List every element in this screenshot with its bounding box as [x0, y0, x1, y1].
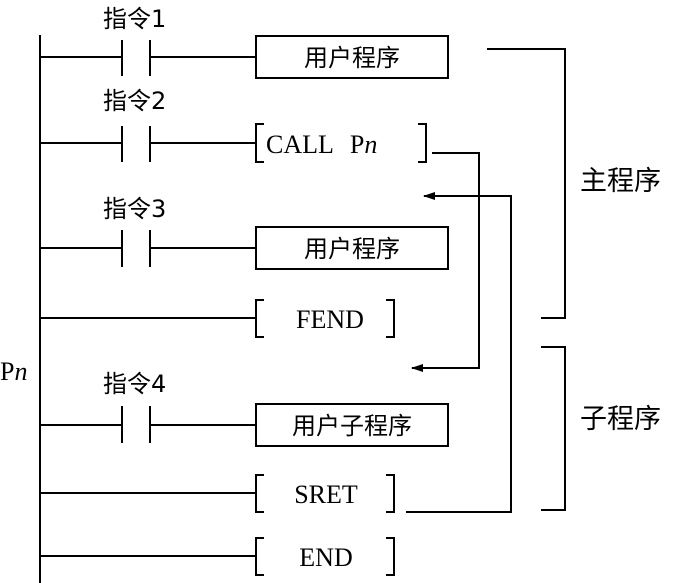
return-arrow [406, 192, 512, 513]
user-program-box-2 [255, 226, 449, 270]
call-jump-arrow [411, 152, 480, 372]
rung-4: 指令4 用户子程序 [40, 370, 449, 447]
user-program-label: 用户程序 [304, 44, 400, 72]
right-bracket [418, 123, 427, 163]
left-bracket [255, 537, 264, 576]
user-program-box-1 [255, 35, 449, 79]
sub-program-label: 子程序 [580, 404, 661, 435]
pointer-label: Pn [0, 357, 27, 386]
left-bracket [255, 299, 264, 338]
instruction-label: 指令3 [103, 195, 166, 223]
instruction-label: 指令1 [103, 5, 166, 33]
instruction-label: 指令2 [103, 87, 166, 115]
left-bracket [255, 123, 264, 163]
instruction-label: 指令4 [103, 370, 166, 398]
main-program-bracket [487, 48, 566, 319]
rung-3: 指令3 用户程序 [40, 195, 449, 270]
user-program-label: 用户程序 [304, 235, 400, 263]
fend-instruction: FEND [296, 305, 364, 334]
rung-end: END [40, 537, 395, 576]
user-subprogram-box [255, 403, 449, 447]
rung-fend: FEND [40, 299, 395, 338]
sub-program-bracket [541, 346, 566, 511]
right-bracket [386, 537, 395, 576]
sret-instruction: SRET [294, 480, 358, 509]
right-bracket [386, 299, 395, 338]
left-bracket [255, 474, 264, 513]
rung-1: 指令1 用户程序 [40, 5, 449, 79]
right-bracket [386, 474, 395, 513]
main-program-label: 主程序 [580, 166, 661, 197]
user-subprogram-label: 用户子程序 [292, 412, 412, 440]
rung-sret: SRET [40, 474, 395, 513]
end-instruction: END [299, 543, 352, 572]
